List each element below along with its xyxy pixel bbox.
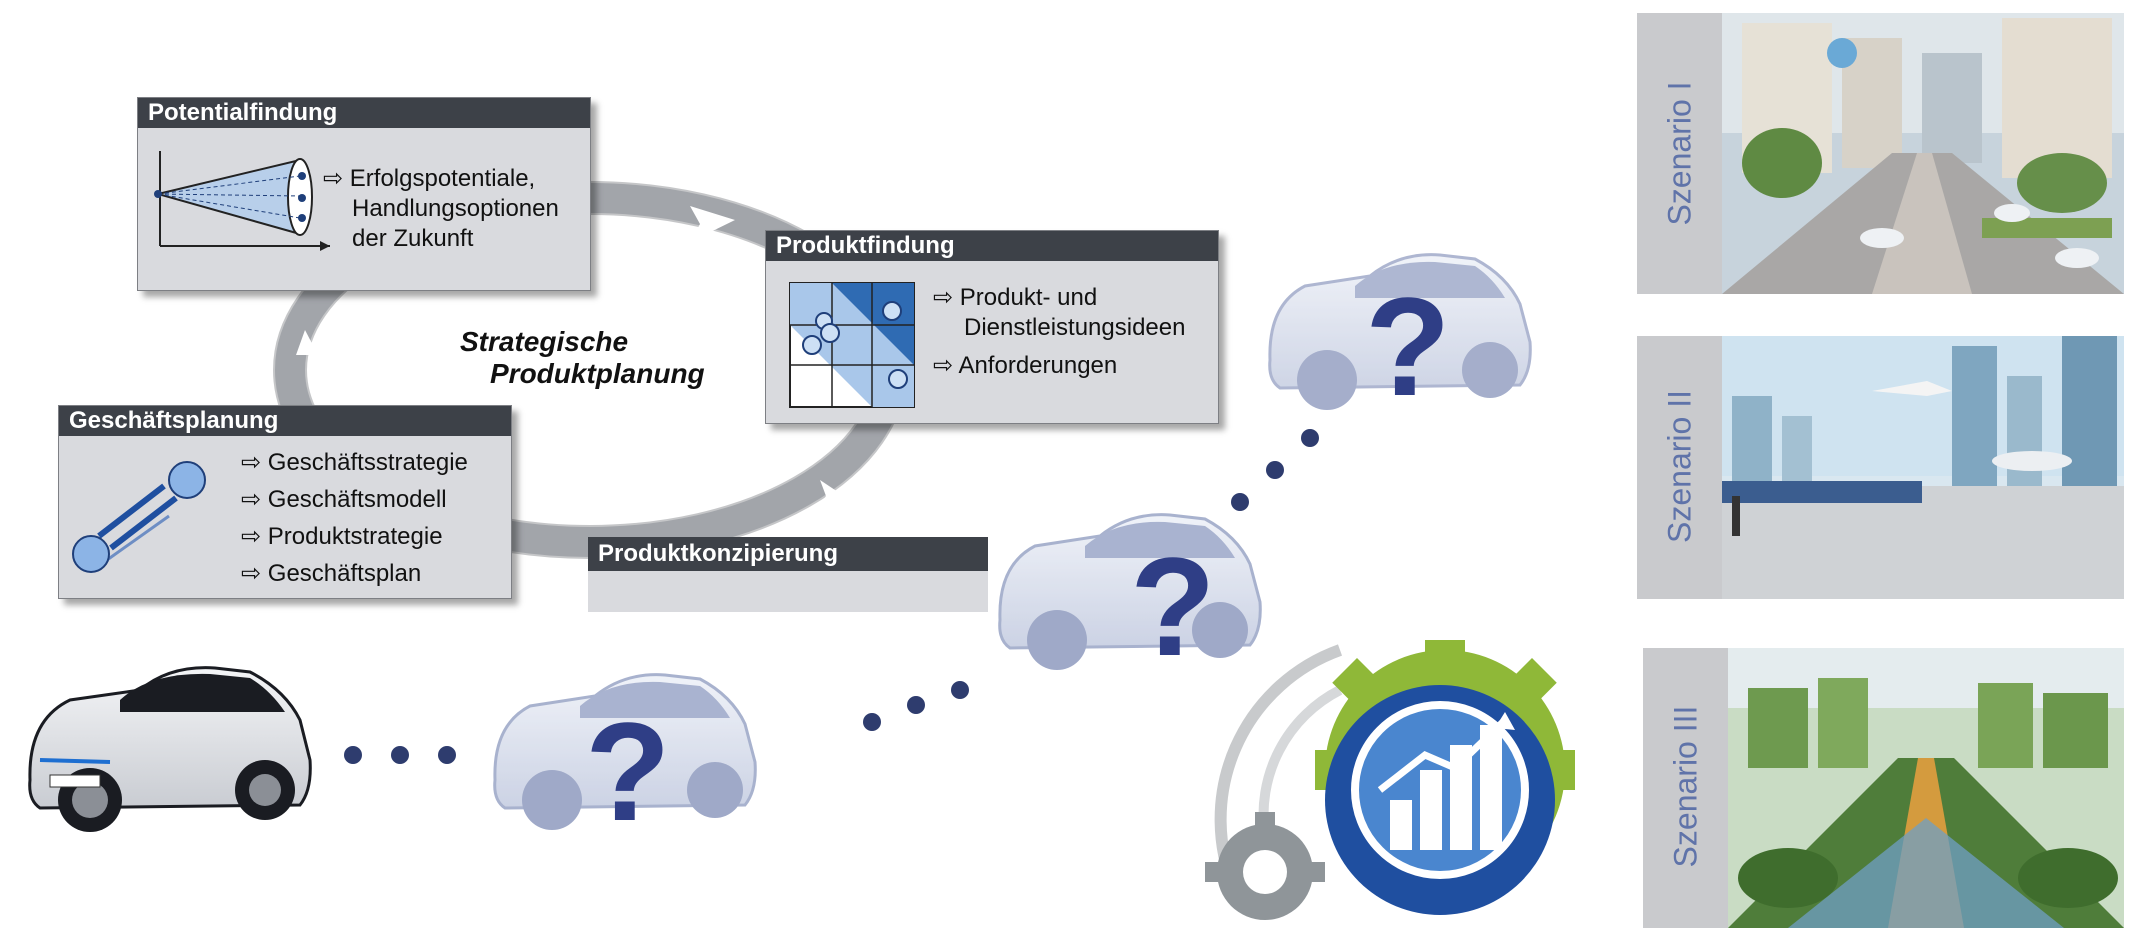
matrix-icon — [789, 282, 915, 408]
cycle-arrow-top — [690, 206, 735, 242]
potentialfindung-box: Potentialfindung ⇨ Erfolgspotentiale, Ha… — [137, 97, 591, 291]
geschaeftsplanung-item-2: ⇨ Geschäftsmodell — [241, 486, 447, 513]
ghost-car-2 — [998, 513, 1262, 670]
ghost-car-3 — [1268, 253, 1532, 410]
geschaeftsplanung-box: Geschäftsplanung ⇨ Geschäftsstrategie ⇨ … — [58, 405, 512, 599]
produktkonzipierung-title: Produktkonzipierung — [588, 537, 988, 571]
ghost-car-1 — [493, 673, 757, 830]
produktfindung-item-1: ⇨ Produkt- und — [933, 284, 1098, 311]
cycle-arrow-right — [815, 480, 850, 512]
produktfindung-item-2: Dienstleistungsideen — [964, 314, 1186, 341]
svg-text:?: ? — [1130, 528, 1216, 685]
geschaeftsplanung-item-3: ⇨ Produktstrategie — [241, 523, 443, 550]
scenario-band-1 — [1637, 13, 1722, 294]
cycle-arrow-left — [296, 330, 318, 355]
potentialfindung-item-1: ⇨ Erfolgspotentiale, — [323, 165, 536, 192]
geschaeftsplanung-item-4: ⇨ Geschäftsplan — [241, 560, 422, 587]
svg-text:?: ? — [585, 693, 671, 850]
gear-chart-icon — [1214, 640, 1575, 915]
scenario-image-3 — [1728, 648, 2124, 928]
potentialfindung-title: Potentialfindung — [138, 98, 590, 128]
produktfindung-box: Produktfindung ⇨ Produkt- und Dienstleis… — [765, 230, 1219, 424]
scenario-label-2: Szenario II — [1661, 390, 1698, 543]
potentialfindung-item-3: der Zukunft — [352, 225, 474, 252]
question-mark-icon: ? ? ? — [585, 268, 1451, 850]
svg-text:?: ? — [1365, 268, 1451, 425]
produktfindung-item-3: ⇨ Anforderungen — [933, 352, 1118, 379]
produktkonzipierung-box: Produktkonzipierung — [588, 537, 988, 612]
potentialfindung-item-2: Handlungsoptionen — [352, 195, 559, 222]
small-gear-icon — [1205, 812, 1325, 920]
scenario-band-3 — [1643, 648, 1728, 928]
capsule-link-icon — [72, 461, 206, 573]
scenario-image-1 — [1722, 13, 2124, 294]
scenario-band-2 — [1637, 336, 1722, 599]
scenario-image-2 — [1722, 336, 2124, 599]
dots — [344, 429, 1319, 764]
cone-diagram-icon — [154, 151, 330, 251]
center-title-line2: Produktplanung — [490, 358, 705, 389]
produktfindung-title: Produktfindung — [766, 231, 1218, 261]
geschaeftsplanung-item-1: ⇨ Geschäftsstrategie — [241, 449, 468, 476]
geschaeftsplanung-title: Geschäftsplanung — [59, 406, 511, 436]
car-icon — [28, 666, 312, 832]
scenario-label-1: Szenario I — [1661, 81, 1698, 226]
center-title-line1: Strategische — [460, 326, 629, 357]
scenario-label-3: Szenario III — [1667, 705, 1704, 868]
